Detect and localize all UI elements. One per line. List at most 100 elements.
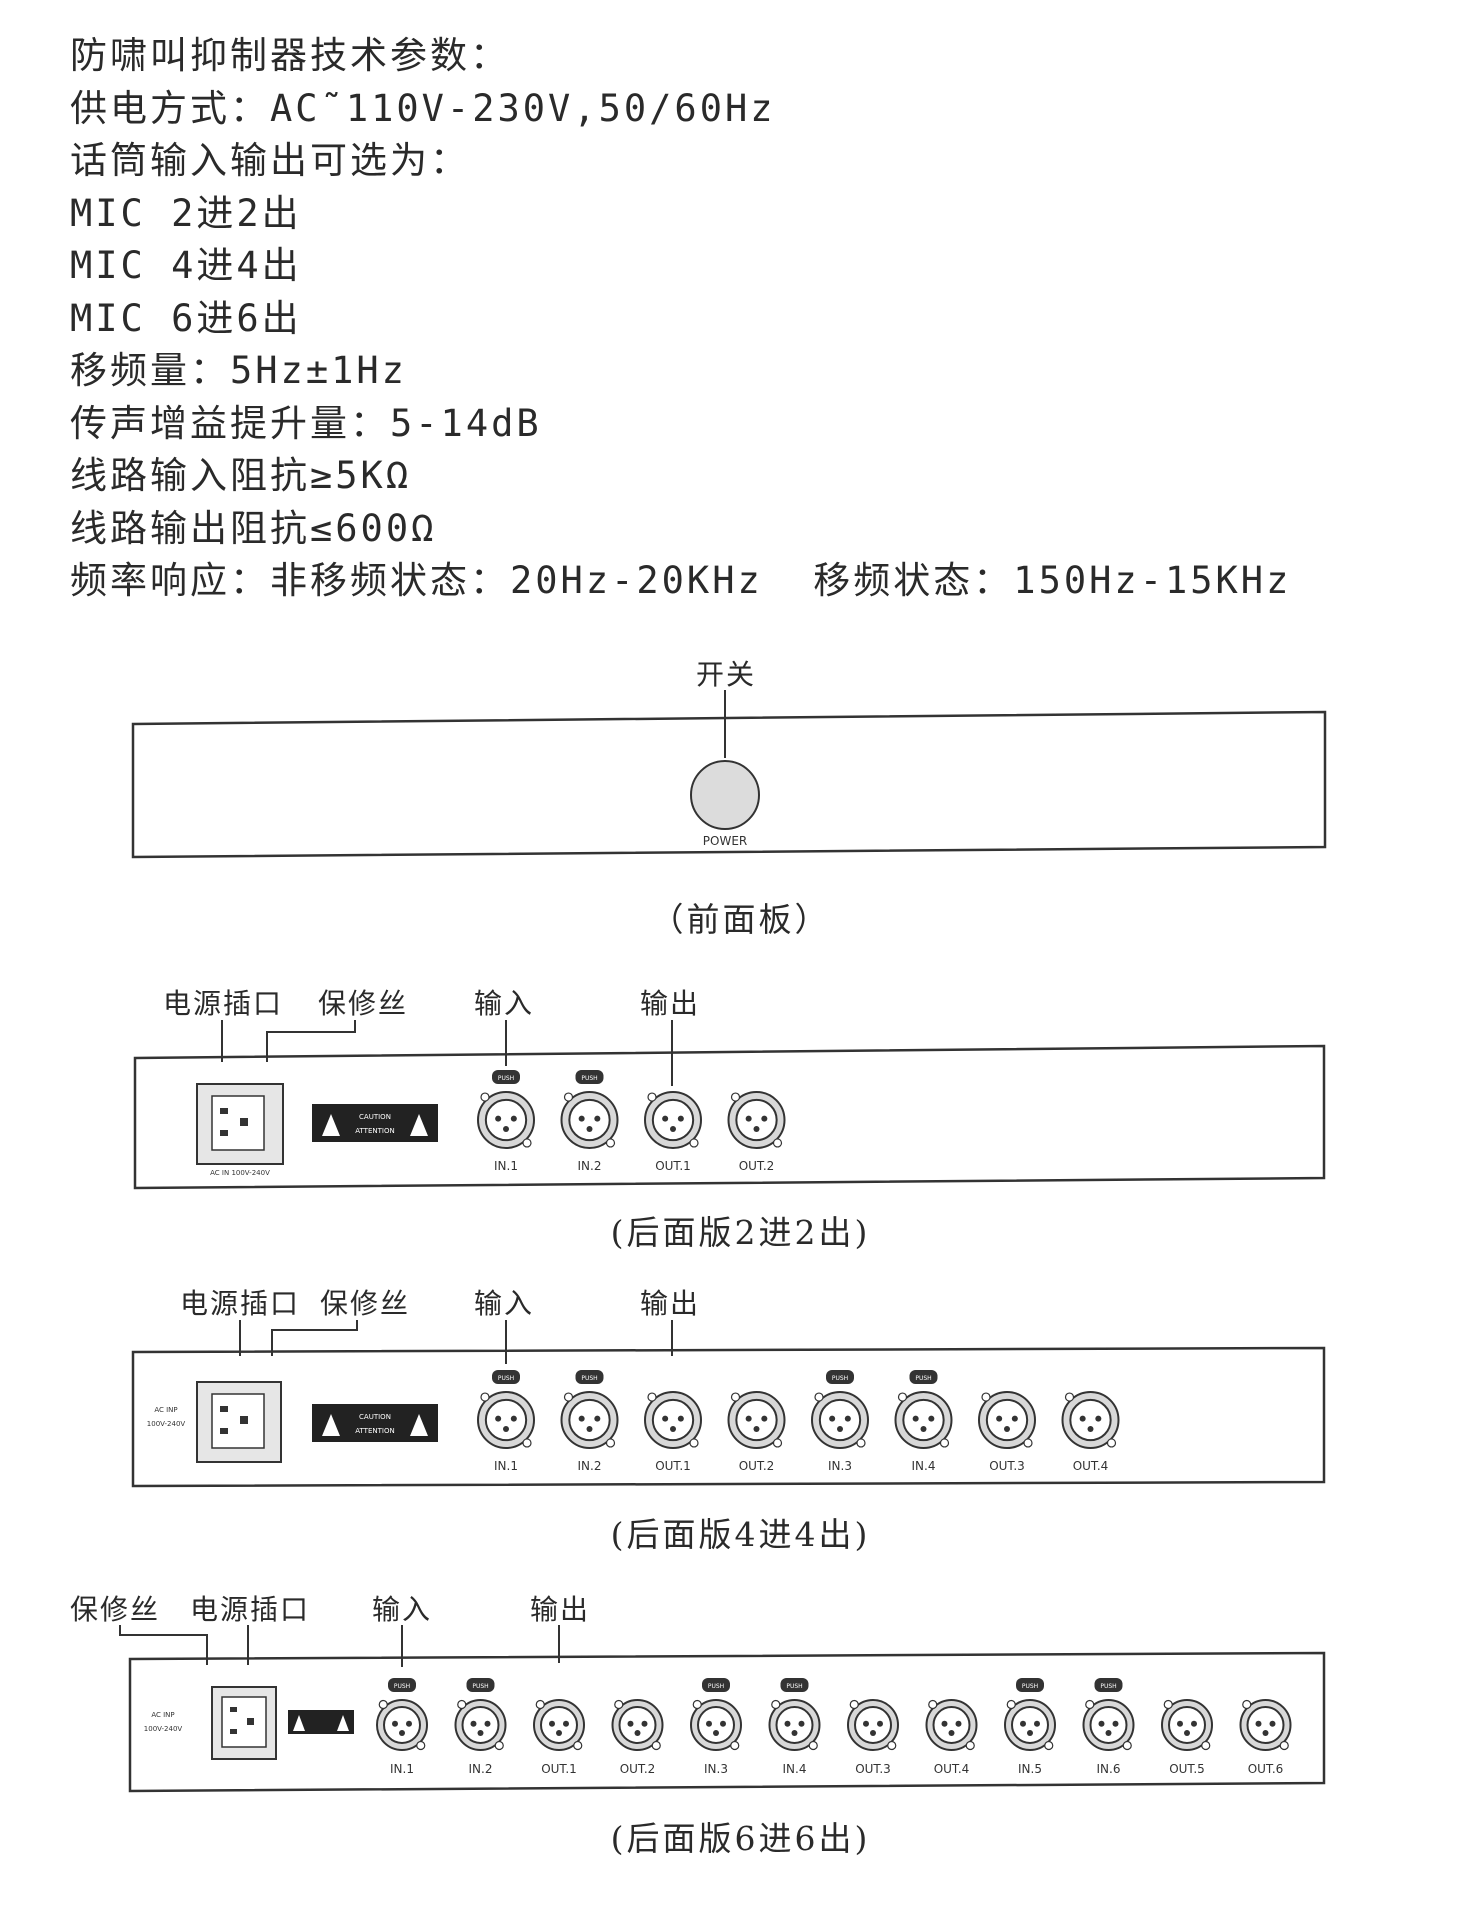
xlr-input-jack-icon: PUSH IN.3: [690, 1678, 742, 1776]
power-label: POWER: [703, 834, 747, 848]
front-panel-caption: （前面板）: [650, 900, 831, 939]
connector-label: IN.4: [912, 1459, 936, 1473]
spec-title: 防啸叫抑制器技术参数：: [70, 34, 510, 77]
connector-label: OUT.4: [1073, 1459, 1109, 1473]
xlr-output-jack-icon: OUT.3: [847, 1699, 899, 1776]
xlr-output-jack-icon: OUT.4: [1061, 1391, 1120, 1473]
spec-list: 防啸叫抑制器技术参数： 供电方式：AC˜110V-230V,50/60Hz 话筒…: [70, 30, 1450, 608]
front-panel-outline: [131, 710, 1327, 859]
ac-voltage-label: 100V-240V: [147, 1420, 186, 1428]
power-switch-icon: [690, 760, 760, 830]
svg-text:CAUTION: CAUTION: [359, 1113, 391, 1121]
xlr-input-jack-icon: PUSH IN.3: [811, 1370, 869, 1473]
connector-label: OUT.6: [1248, 1762, 1284, 1776]
svg-text:PUSH: PUSH: [915, 1375, 931, 1382]
connector-label: OUT.1: [655, 1159, 691, 1173]
connector-label: IN.2: [469, 1762, 493, 1776]
svg-text:PUSH: PUSH: [394, 1683, 410, 1690]
connector-label: OUT.5: [1169, 1762, 1205, 1776]
ac-voltage-label: 100V-240V: [144, 1725, 183, 1733]
spec-frequency-shift: 移频量：5Hz±1Hz: [70, 349, 407, 392]
xlr-input-jack-icon: PUSH IN.1: [376, 1678, 428, 1776]
switch-label: 开关: [696, 658, 757, 691]
connector-label: IN.3: [704, 1762, 728, 1776]
connector-label: OUT.3: [989, 1459, 1025, 1473]
rear-panel-2x2-outline: [133, 1044, 1326, 1190]
spec-power-supply: 供电方式：AC˜110V-230V,50/60Hz: [70, 86, 776, 130]
rear4-power-socket-label: 电源插口: [180, 1287, 301, 1320]
rear-6x6-caption: (后面版6进6出): [610, 1819, 871, 1858]
xlr-output-jack-icon: OUT.1: [533, 1699, 585, 1776]
xlr-input-jack-icon: PUSH IN.6: [1082, 1678, 1135, 1776]
xlr-input-jack-icon: PUSH IN.2: [560, 1070, 619, 1173]
svg-text:ATTENTION: ATTENTION: [355, 1127, 394, 1135]
front-panel-diagram: POWER: [131, 690, 1327, 859]
rear6-power-socket-label: 电源插口: [190, 1593, 311, 1626]
connector-label: IN.3: [828, 1459, 852, 1473]
rear6-fuse-label: 保修丝: [70, 1593, 161, 1626]
spec-input-impedance: 线路输入阻抗≥5KΩ: [70, 454, 412, 497]
svg-text:PUSH: PUSH: [472, 1683, 488, 1690]
xlr-output-jack-icon: OUT.1: [644, 1391, 702, 1473]
svg-text:ATTENTION: ATTENTION: [355, 1427, 394, 1435]
xlr-output-jack-icon: OUT.2: [727, 1091, 786, 1173]
connector-label: OUT.1: [541, 1762, 577, 1776]
spec-mic-2x2: MIC 2进2出: [70, 191, 302, 235]
connector-label: IN.1: [494, 1159, 518, 1173]
rear-panel-4x4-diagram: AC INP 100V-240V CAUTION ATTENTION PUSH I…: [131, 1320, 1326, 1488]
svg-text:PUSH: PUSH: [708, 1683, 724, 1690]
connector-label: OUT.2: [739, 1159, 775, 1173]
xlr-input-jack-icon: PUSH IN.1: [477, 1070, 535, 1173]
rear2-fuse-label: 保修丝: [318, 987, 409, 1020]
xlr-output-jack-icon: OUT.1: [644, 1091, 702, 1173]
svg-text:PUSH: PUSH: [581, 1375, 597, 1382]
xlr-output-jack-icon: OUT.2: [727, 1391, 786, 1473]
rear2-input-label: 输入: [474, 987, 535, 1020]
spec-gain-boost: 传声增益提升量：5-14dB: [70, 401, 542, 445]
xlr-output-jack-icon: OUT.6: [1239, 1699, 1292, 1776]
connector-label: OUT.1: [655, 1459, 691, 1473]
ac-inp-label: AC INP: [154, 1406, 177, 1414]
xlr-input-jack-icon: PUSH IN.4: [768, 1678, 821, 1776]
spec-mic-6x6: MIC 6进6出: [70, 296, 302, 340]
connector-label: IN.2: [578, 1459, 602, 1473]
connector-label: OUT.3: [855, 1762, 891, 1776]
xlr-input-jack-icon: PUSH IN.4: [894, 1370, 953, 1473]
rear-panel-6x6-outline: [128, 1651, 1326, 1793]
rear-4x4-caption: (后面版4进4出): [610, 1515, 871, 1554]
connector-label: IN.1: [390, 1762, 414, 1776]
xlr-output-jack-icon: OUT.3: [978, 1391, 1036, 1473]
rear-2x2-caption: (后面版2进2出): [610, 1213, 871, 1252]
svg-text:PUSH: PUSH: [498, 1375, 514, 1382]
svg-text:PUSH: PUSH: [581, 1075, 597, 1082]
svg-text:CAUTION: CAUTION: [359, 1413, 391, 1421]
rear2-power-socket-label: 电源插口: [163, 987, 284, 1020]
rear4-input-label: 输入: [474, 1287, 535, 1320]
spec-mic-options: 话筒输入输出可选为：: [70, 139, 470, 182]
spec-frequency-response: 频率响应：非移频状态：20Hz-20KHz 移频状态：150Hz-15KHz: [70, 559, 1292, 602]
rear-panel-6x6-diagram: AC INP 100V-240V PUSH IN.1 PUSH IN.2 OUT.1 OU…: [119, 1625, 1326, 1793]
xlr-input-jack-icon: PUSH IN.2: [454, 1678, 507, 1776]
svg-text:PUSH: PUSH: [498, 1075, 514, 1082]
xlr-output-jack-icon: OUT.5: [1161, 1699, 1213, 1776]
rear4-fuse-label: 保修丝: [320, 1287, 411, 1320]
rear6-output-label: 输出: [530, 1593, 591, 1626]
connector-label: IN.2: [578, 1159, 602, 1173]
connector-label: IN.6: [1097, 1762, 1121, 1776]
svg-text:PUSH: PUSH: [1100, 1683, 1116, 1690]
xlr-output-jack-icon: OUT.4: [925, 1699, 978, 1776]
xlr-input-jack-icon: PUSH IN.2: [560, 1370, 619, 1473]
rear6-input-label: 输入: [372, 1593, 433, 1626]
svg-text:PUSH: PUSH: [786, 1683, 802, 1690]
connector-label: OUT.2: [739, 1459, 775, 1473]
connector-label: IN.4: [783, 1762, 807, 1776]
connector-label: OUT.4: [934, 1762, 970, 1776]
connector-label: OUT.2: [620, 1762, 656, 1776]
connector-label: IN.1: [494, 1459, 518, 1473]
svg-text:PUSH: PUSH: [832, 1375, 848, 1382]
ac-inp-label: AC INP: [151, 1711, 174, 1719]
xlr-input-jack-icon: PUSH IN.1: [477, 1370, 535, 1473]
connector-label: IN.5: [1018, 1762, 1042, 1776]
rear2-output-label: 输出: [640, 987, 701, 1020]
